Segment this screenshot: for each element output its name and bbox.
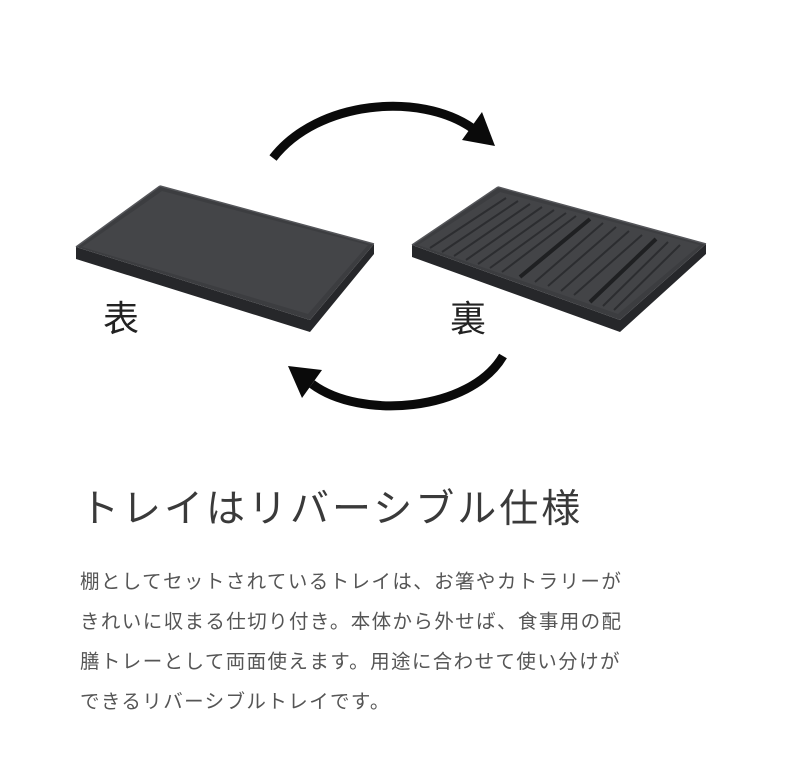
description: 棚としてセットされているトレイは、お箸やカトラリーが きれいに収まる仕切り付き。… [80,562,710,722]
curved-arrow-right-icon [269,101,495,161]
description-line: 棚としてセットされているトレイは、お箸やカトラリーが [80,570,623,593]
description-line: 膳トレーとして両面使えます。用途に合わせて使い分けが [80,650,621,673]
reversible-tray-illustration [75,101,707,411]
front-side-label: 表 [103,299,140,340]
tray-back-side [411,186,707,332]
curved-arrow-left-icon [288,353,507,411]
back-side-label: 裏 [450,299,487,340]
headline: トレイはリバーシブル仕様 [80,487,584,532]
description-line: きれいに収まる仕切り付き。本体から外せば、食事用の配 [80,610,623,633]
description-line: できるリバーシブルトレイです。 [80,690,391,713]
tray-front-side [75,185,375,332]
